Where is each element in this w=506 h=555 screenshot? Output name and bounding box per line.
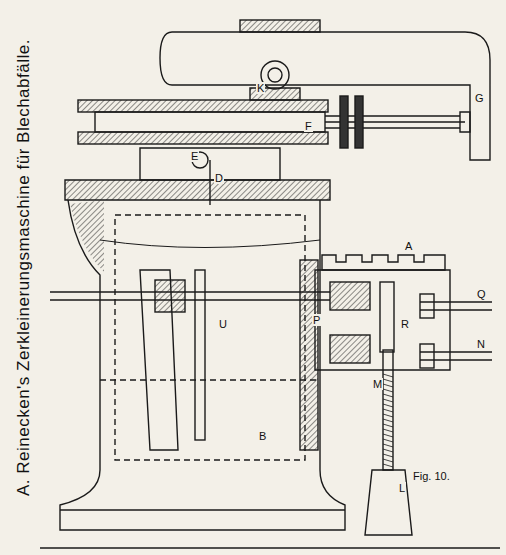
figure-number: Fig. 10. <box>412 470 451 482</box>
screw-thread <box>383 459 393 462</box>
part-letter: P <box>312 314 321 326</box>
screw-thread <box>383 449 393 452</box>
screw-thread <box>383 404 393 407</box>
part-letter: E <box>190 150 199 162</box>
screw-thread <box>383 399 393 402</box>
part-letter: M <box>372 378 383 390</box>
screw-thread <box>383 419 393 422</box>
screw-thread <box>383 394 393 397</box>
vertical-title: A. Reinecken's Zerkleinerungsmaschine fü… <box>14 40 34 497</box>
part-letter: Q <box>476 288 487 300</box>
part-letter: G <box>474 92 485 104</box>
part-letter: F <box>304 120 313 132</box>
screw-thread <box>383 389 393 392</box>
screw-thread <box>383 414 393 417</box>
screw-thread <box>383 454 393 457</box>
part-letter: L <box>398 482 406 494</box>
part-letter: R <box>400 318 410 330</box>
part-letter: B <box>258 430 267 442</box>
screw-thread <box>383 424 393 427</box>
screw-thread <box>383 434 393 437</box>
screw-thread <box>383 439 393 442</box>
part-letter: D <box>214 172 224 184</box>
part-letter: N <box>476 338 486 350</box>
screw-thread <box>383 429 393 432</box>
screw-thread <box>383 409 393 412</box>
part-letter: A <box>404 240 413 252</box>
screw-thread <box>383 374 393 377</box>
screw-thread <box>383 464 393 467</box>
screw-thread <box>383 379 393 382</box>
part-letter: U <box>218 318 228 330</box>
screw-thread <box>383 444 393 447</box>
part-letter: K <box>256 82 265 94</box>
screw-thread <box>383 384 393 387</box>
